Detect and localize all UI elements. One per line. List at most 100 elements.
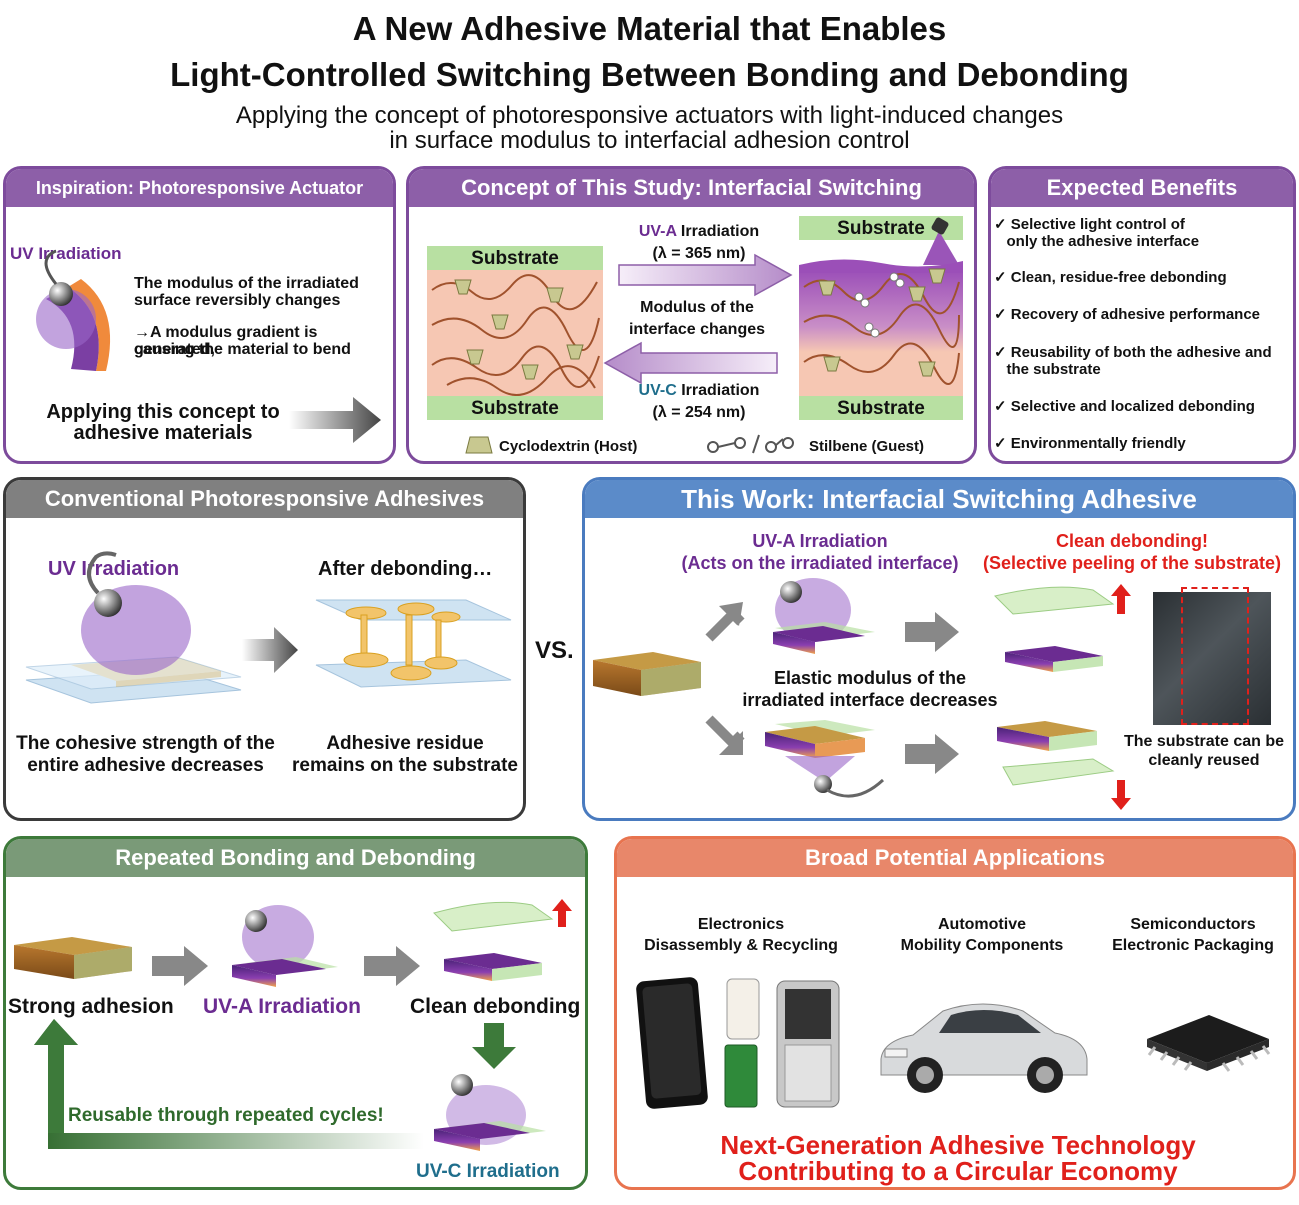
conventional-irradiation-illustration [25,551,242,704]
thiswork-arrow-up [705,602,745,642]
repeated-clean-label: Clean debonding [410,995,581,1018]
benefits-panel: Expected Benefits ✓ Selective light cont… [988,166,1296,464]
peel-up-arrow [1111,584,1131,614]
conventional-caption-1a: The cohesive strength of the [16,733,275,754]
benefit-4b: the substrate [994,361,1101,378]
thiswork-initial-stack [593,652,701,696]
repeated-arrow-down [472,1023,516,1069]
substrate-bottom-right: Substrate [799,396,963,420]
concept-uvc-prefix: UV-C [638,382,677,399]
thiswork-uva-a: UV-A Irradiation [752,531,888,551]
benefit-1a: ✓ Selective light control of [994,216,1185,233]
subtitle-line-1: Applying the concept of photoresponsive … [235,102,1064,129]
conventional-caption-2b: remains on the substrate [292,755,518,776]
repeated-title: Repeated Bonding and Debonding [6,839,585,877]
app-semiconductors-b: Electronic Packaging [1112,937,1274,954]
substrate-bottom-left: Substrate [427,396,603,420]
concept-uvc-label: UV-C Irradiation [609,382,789,399]
thiswork-clean-b: (Selective peeling of the substrate) [982,553,1282,573]
inspiration-desc-2a: →A modulus gradient is generated, [134,324,318,358]
conventional-title: Conventional Photoresponsive Adhesives [6,480,523,518]
thiswork-arrow-right-bottom [905,734,959,774]
residue-illustration [315,599,512,688]
benefit-5: ✓ Selective and localized debonding [994,398,1255,415]
title-line-1: A New Adhesive Material that Enables [352,10,947,47]
thiswork-uva-b: (Acts on the irradiated interface) [681,553,959,573]
benefit-1b: only the adhesive interface [994,233,1200,250]
conventional-after-label: After debonding… [318,558,493,580]
concept-modulus-b: interface changes [628,321,766,338]
app-semiconductors-a: Semiconductors [1130,916,1256,933]
inspiration-apply-b: adhesive materials [73,422,253,444]
peel-region-highlight [1181,587,1249,725]
polymer-network-right [799,259,963,385]
inspiration-apply-a: Applying this concept to [46,401,280,423]
uv-lamp-icon [923,217,959,265]
app-electronics-b: Disassembly & Recycling [644,937,838,954]
inspiration-desc-1b: surface reversibly changes [134,292,341,309]
repeated-arrow-2 [364,946,420,986]
repeated-uvc-label: UV-C Irradiation [416,1161,560,1182]
repeated-reusable-label: Reusable through repeated cycles! [68,1105,384,1126]
thiswork-reuse-a: The substrate can be [1123,733,1285,750]
applications-footer-b: Contributing to a Circular Economy [738,1156,1178,1186]
inspiration-panel: Inspiration: Photoresponsive Actuator UV… [3,166,396,464]
conventional-caption-2a: Adhesive residue [326,733,484,754]
phone-parts-illustration [636,977,840,1109]
concept-panel: Concept of This Study: Interfacial Switc… [406,166,977,464]
apply-arrow [289,397,381,443]
repeated-uva-stack [232,905,338,987]
car-illustration [880,1003,1088,1093]
concept-uva-label: UV-A Irradiation [609,223,789,240]
benefits-title: Expected Benefits [991,169,1293,207]
thiswork-top-irradiation [773,578,875,654]
repeated-strong-label: Strong adhesion [8,995,174,1018]
stilbene-icon [707,434,794,454]
title-line-2: Light-Controlled Switching Between Bondi… [170,56,1129,93]
thiswork-reuse-b: cleanly reused [1148,752,1260,769]
applications-panel: Broad Potential Applications Electronics… [614,836,1296,1190]
uvc-arrow [603,341,778,385]
actuator-illustration [36,249,111,371]
applications-title: Broad Potential Applications [617,839,1293,877]
concept-title: Concept of This Study: Interfacial Switc… [409,169,974,207]
benefit-3: ✓ Recovery of adhesive performance [994,306,1261,323]
substrate-top-left: Substrate [427,246,603,270]
inspiration-desc-1a: The modulus of the irradiated [134,275,359,292]
thiswork-arrow-right-top [905,612,959,652]
applications-footer-a: Next-Generation Adhesive Technology [720,1130,1196,1160]
inspiration-desc-2b: causing the material to bend [134,341,351,358]
benefit-4a: ✓ Reusability of both the adhesive and [994,344,1272,361]
concept-uva-suffix: Irradiation [676,223,760,240]
conventional-uv-label: UV Irradiation [48,558,180,580]
polymer-network-left [431,274,600,397]
benefit-2: ✓ Clean, residue-free debonding [994,269,1227,286]
app-automotive-a: Automotive [938,916,1026,933]
repeated-uvc-stack [434,1074,546,1151]
repeated-arrow-1 [152,946,208,986]
cyclodextrin-icon [465,436,493,454]
repeated-strong-stack [14,937,132,979]
repeated-uva-label: UV-A Irradiation [203,995,361,1018]
conventional-arrow [242,627,298,673]
substrate-photo [1153,592,1271,725]
concept-uva-wavelength: (λ = 365 nm) [652,245,746,262]
app-automotive-b: Mobility Components [900,937,1064,954]
thiswork-arrow-down [705,715,745,755]
inspiration-title: Inspiration: Photoresponsive Actuator [6,169,393,207]
subtitle-line-2: in surface modulus to interfacial adhesi… [389,127,910,154]
concept-modulus-a: Modulus of the [640,299,754,316]
thiswork-peeled-bottom [997,721,1115,786]
repeated-cycle-arrow [34,1019,424,1149]
thiswork-title: This Work: Interfacial Switching Adhesiv… [585,480,1293,518]
thiswork-bottom-irradiation [765,720,885,798]
uva-arrow [618,253,793,297]
concept-uvc-suffix: Irradiation [676,382,760,399]
thiswork-peeled-top [994,586,1115,672]
repeated-panel: Repeated Bonding and Debonding Strong ad… [3,836,588,1190]
peel-down-arrow [1111,780,1131,810]
vs-label: VS. [535,637,574,664]
chip-illustration [1147,1015,1271,1072]
thiswork-clean-a: Clean debonding! [1056,531,1208,551]
repeated-clean-stack [433,899,572,981]
